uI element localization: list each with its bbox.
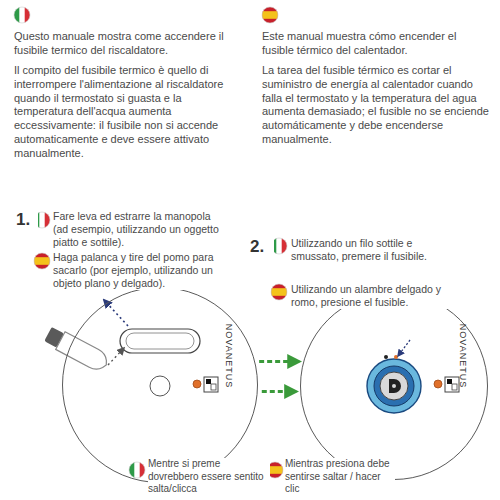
press-arrow: [398, 340, 410, 356]
dashed-arrow: [259, 360, 299, 363]
device-faceplate: NOVANETUS: [62, 287, 258, 483]
instruction-text: Utilizando un alambre delgado y romo, pr…: [291, 283, 451, 309]
indicator-dot: [193, 380, 201, 388]
step-arrow: [259, 362, 299, 392]
device-faceplate: NOVANETUS: [300, 292, 488, 480]
fuse-hole: [150, 376, 170, 396]
instruction-text: Il compito del fusibile termico è quello…: [14, 64, 242, 160]
step-number: 1.: [16, 209, 38, 230]
instruction-text: Questo manuale mostra come accendere il …: [14, 30, 242, 58]
wire-tip: [394, 355, 398, 359]
instruction-text: Utilizzando un filo sottile e smussato, …: [291, 237, 451, 263]
switch-icon: [445, 377, 459, 392]
instruction-text: Fare leva ed estrarre la manopola (ad es…: [53, 210, 225, 249]
brand-name: NOVANETUS: [224, 324, 234, 388]
brand-name: NOVANETUS: [458, 324, 468, 388]
flag-spain: [34, 253, 50, 269]
flag-italy: [129, 462, 146, 478]
wire-tip: [384, 355, 388, 359]
instruction-text: Mientras presiona debe sentirse saltar /…: [285, 458, 395, 496]
flat-tool: [43, 325, 111, 374]
instruction-text: Haga palanca y tire del pomo para sacarl…: [53, 251, 225, 290]
thermal-fuse: [367, 359, 421, 413]
instruction-text: Mentre si preme dovrebbero essere sentit…: [148, 458, 270, 496]
instruction-text: La tarea del fusible térmico es cortar e…: [262, 64, 490, 147]
instruction-text: Este manual muestra cómo encender el fus…: [262, 30, 490, 58]
flag-spain: [262, 7, 278, 23]
dashed-arrow: [262, 390, 296, 393]
indicator-dot: [434, 380, 442, 388]
flag-italy: [14, 7, 31, 23]
switch-icon: [204, 377, 218, 392]
dotted-arrow: [108, 348, 124, 365]
knob-slot: [120, 329, 200, 353]
flag-spain: [271, 284, 287, 300]
pull-arrow: [104, 300, 128, 326]
step-number: 2.: [250, 236, 274, 257]
